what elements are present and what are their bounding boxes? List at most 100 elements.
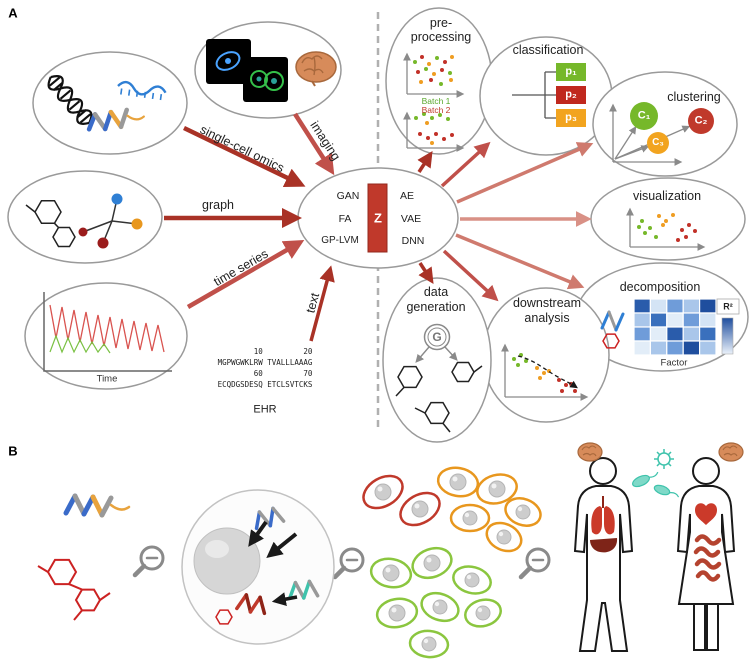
right-lung — [604, 506, 615, 535]
arrow-to-data-generation — [418, 262, 434, 284]
arrow-to-downstream — [442, 249, 499, 302]
left-lung — [591, 506, 602, 535]
class-box-p3 — [556, 109, 586, 127]
cluster-c1-label: C₁ — [637, 109, 651, 122]
ehr-sequence-block: 10 20 MGPWGWKLRW TVALLLAAAG 60 70 ECQDGS… — [198, 346, 332, 390]
class-box-p2 — [556, 86, 586, 104]
visualization-dots — [637, 213, 697, 242]
label-graph: graph — [202, 197, 234, 212]
cell-protein-red — [235, 593, 267, 616]
liver — [590, 538, 618, 553]
zoom-out-icon-2 — [332, 547, 365, 580]
cluster-c3-label: C₃ — [652, 137, 664, 148]
node-dark-red-small — [78, 227, 88, 237]
factor-axis-label: Factor — [660, 357, 688, 369]
ellipse-data-generation — [382, 277, 492, 443]
cell-arrow-2 — [248, 520, 268, 547]
b-brain-icon-2 — [718, 442, 744, 462]
zoom-out-icon-3 — [518, 547, 551, 580]
red-cells — [362, 474, 441, 527]
b-male-figure — [573, 457, 634, 652]
flow-arrows — [164, 112, 594, 342]
ellipse-clustering — [592, 71, 738, 177]
b-female-figure — [676, 457, 736, 651]
ehr-seq-2: ECQDGSDESQ ETCLSVTCKS — [217, 380, 313, 389]
class-p3-label: p₃ — [565, 111, 577, 124]
downstream-plot — [501, 343, 589, 401]
trajectory-arrow — [517, 355, 578, 389]
cluster-c2 — [688, 108, 714, 134]
node-blue — [111, 193, 123, 205]
time-axis-label: Time — [96, 373, 118, 385]
arrow-to-classification — [440, 141, 491, 188]
arrow-imaging — [293, 112, 335, 176]
batch2-legend: Batch 2 — [421, 104, 451, 115]
zoom-out-icon-1 — [132, 545, 165, 578]
class-p2-label: p₂ — [565, 88, 577, 101]
arrow-to-decomposition — [455, 233, 585, 290]
cell-molecule-red — [215, 609, 233, 625]
data-generation-title-1: data — [423, 284, 449, 299]
latent-fa: FA — [338, 212, 352, 225]
cluster-c2-label: C₂ — [694, 114, 708, 127]
r2-label: R² — [723, 301, 733, 312]
scatter-mixed-batches — [413, 55, 454, 86]
class-box-p1 — [556, 63, 586, 81]
generator-icon — [415, 323, 458, 363]
network-graph-icon — [78, 193, 143, 249]
panel-b-label: B — [8, 443, 18, 459]
data-generation-title-2: generation — [406, 299, 466, 314]
nucleus-highlight — [205, 540, 229, 558]
downstream-title-1: downstream — [512, 295, 582, 310]
cell-arrow-1 — [266, 532, 298, 559]
b-brain-icon-1 — [577, 442, 603, 462]
visualization-title: visualization — [632, 188, 702, 203]
preprocessing-plots — [403, 52, 465, 152]
latent-z: Z — [374, 210, 382, 226]
clustering-plot — [609, 102, 714, 166]
latent-z-bar — [367, 183, 388, 253]
bacteria-icon-1 — [632, 471, 659, 488]
decomposition-title: decomposition — [619, 279, 701, 294]
brain-icon — [295, 51, 337, 87]
chemical-structure-icon — [25, 199, 76, 248]
visualization-plot — [626, 207, 706, 251]
red-series-line — [49, 304, 165, 353]
arrow-single-cell-omics — [183, 125, 306, 187]
nucleus — [193, 527, 261, 595]
ellipse-omics — [32, 51, 188, 155]
generated-molecules — [395, 361, 483, 433]
ehr-ruler-2: 60 70 — [217, 369, 313, 378]
decomposition-heatmap — [633, 298, 717, 356]
arrow-text — [309, 265, 335, 342]
microscopy-image-2 — [243, 57, 288, 102]
ehr-ruler-1: 10 20 — [217, 347, 313, 356]
decomposition-molecule-icon — [600, 310, 625, 349]
downstream-title-2: analysis — [524, 310, 570, 325]
latent-gan: GAN — [336, 189, 360, 202]
cell-protein-blue — [254, 506, 286, 531]
r2-colorbar — [716, 298, 740, 355]
cell-arrow-3 — [271, 592, 298, 607]
batch1-legend: Batch 1 — [421, 95, 451, 106]
green-series-line — [49, 334, 111, 354]
clustering-title: clustering — [667, 89, 721, 104]
rna-icon — [117, 80, 167, 101]
arrow-to-clustering — [456, 142, 594, 204]
cell-protein-teal — [288, 579, 320, 600]
latent-vae: VAE — [400, 212, 422, 225]
node-orange — [131, 218, 143, 230]
cell-nuclei-highlights — [377, 476, 523, 644]
cluster-c1 — [630, 102, 658, 130]
classification-title: classification — [512, 42, 584, 57]
b-chemical-icon — [37, 558, 111, 621]
ellipse-graph — [7, 170, 163, 264]
b-tissue-cells — [362, 466, 542, 659]
generator-g-label: G — [432, 330, 442, 344]
virus-icon — [654, 449, 674, 469]
time-series-plot — [43, 292, 172, 372]
b-protein-icon — [63, 493, 131, 518]
microscopy-image-1 — [206, 39, 251, 84]
